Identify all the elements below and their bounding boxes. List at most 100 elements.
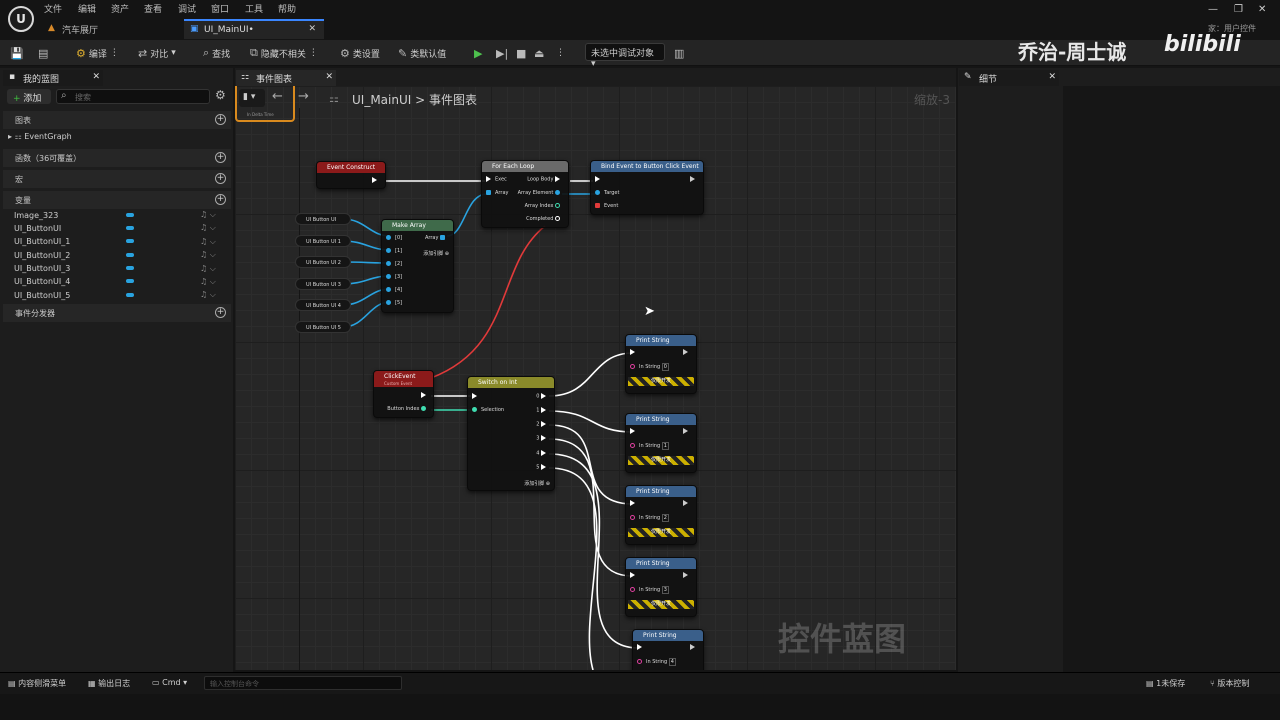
button-ref-node[interactable]: UI Button UI 2 <box>295 256 351 268</box>
completed-pin[interactable]: Completed <box>526 216 564 222</box>
minimize-icon[interactable]: — <box>1208 4 1218 15</box>
event-graph-tab[interactable]: ⚏ 事件图表 ✕ <box>236 70 336 86</box>
button-ref-node[interactable]: UI Button UI 5 <box>295 321 351 333</box>
array-element-pin[interactable]: Array Element <box>518 190 564 196</box>
search-input[interactable]: ⌕ 搜索 <box>56 89 210 104</box>
add-variable-icon[interactable]: + <box>215 194 226 205</box>
close-icon[interactable]: ✕ <box>325 72 333 82</box>
section-graphs[interactable]: 图表+ <box>3 111 231 129</box>
in-string-value[interactable]: 0 <box>661 363 669 371</box>
array-out-pin[interactable]: Array <box>425 235 449 241</box>
more-icon[interactable]: ⋮ <box>109 48 119 58</box>
details-tab[interactable]: ✎ 细节 ✕ <box>959 70 1059 86</box>
in-string-value[interactable]: 1 <box>661 442 669 450</box>
selection-pin[interactable]: Selection <box>472 407 504 413</box>
class-settings-button[interactable]: ⚙类设置 <box>340 45 380 61</box>
variable-item[interactable]: UI_ButtonUI_2 <box>14 251 71 260</box>
exec-out-pin[interactable] <box>421 392 430 399</box>
breadcrumb-blueprint[interactable]: UI_MainUI <box>352 93 412 107</box>
selected-tick-node[interactable]: In Delta Time <box>235 86 295 122</box>
variable-replicate-icons[interactable]: ♫ ⌵♫ ⌵♫ ⌵♫ ⌵♫ ⌵♫ ⌵♫ ⌵ <box>200 210 216 300</box>
for-each-loop-node[interactable]: For Each Loop Exec Array Loop Body Array… <box>481 160 569 228</box>
compile-button[interactable]: ⚙编译⋮ <box>76 45 119 61</box>
section-variables[interactable]: 变量+ <box>3 191 231 209</box>
menu-view[interactable]: 查看 <box>144 5 163 15</box>
button-ref-node[interactable]: UI Button UI <box>295 213 351 225</box>
exec-out-pin[interactable] <box>690 644 699 651</box>
add-pin-button[interactable]: 添加引脚 ⊕ <box>524 480 550 487</box>
case-pin[interactable]: 4 <box>536 450 550 457</box>
add-dispatcher-icon[interactable]: + <box>215 307 226 318</box>
play-button[interactable]: ▶ <box>474 45 482 61</box>
print-string-node[interactable]: Print String In String 3 仅限开发 <box>625 557 697 617</box>
close-window-icon[interactable]: ✕ <box>1258 4 1267 15</box>
class-defaults-button[interactable]: ✎类默认值 <box>398 45 446 61</box>
print-string-node[interactable]: Print String In String 4 <box>632 629 704 670</box>
exec-in-pin[interactable] <box>595 176 604 183</box>
variable-item[interactable]: Image_323 <box>14 211 59 220</box>
print-string-node[interactable]: Print String In String 0 仅限开发 <box>625 334 697 394</box>
click-event-node[interactable]: ClickEvent Custom Event Button Index <box>373 370 434 418</box>
exec-in-pin[interactable] <box>472 393 481 400</box>
debug-target-select[interactable]: 未选中调试对象 ▾ <box>585 43 665 69</box>
in-string-pin[interactable]: In String 0 <box>630 363 669 371</box>
eject-button[interactable]: ⏏ <box>534 45 544 61</box>
in-string-pin[interactable]: In String 3 <box>630 586 669 594</box>
bind-event-node[interactable]: Bind Event to Button Click Event Target … <box>590 160 704 215</box>
add-function-icon[interactable]: + <box>215 152 226 163</box>
exec-in-pin[interactable] <box>630 428 639 435</box>
menu-window[interactable]: 窗口 <box>211 5 230 15</box>
gear-icon[interactable]: ⚙ <box>215 88 226 102</box>
output-log-button[interactable]: ▦ 输出日志 <box>88 678 130 689</box>
in-string-pin[interactable]: In String 2 <box>630 514 669 522</box>
menu-debug[interactable]: 调试 <box>178 5 197 15</box>
menu-tools[interactable]: 工具 <box>245 5 264 15</box>
button-ref-node[interactable]: UI Button UI 1 <box>295 235 351 247</box>
console-input[interactable]: 输入控制台命令 <box>204 676 402 690</box>
array-item-pin[interactable]: [0] <box>386 235 402 241</box>
content-drawer-button[interactable]: ▤ 内容侧滑菜单 <box>8 678 66 689</box>
exec-out-pin[interactable] <box>683 349 692 356</box>
loop-body-pin[interactable]: Loop Body <box>527 176 564 183</box>
array-item-pin[interactable]: [5] <box>386 300 402 306</box>
event-pin[interactable]: Event <box>595 203 618 209</box>
variable-item[interactable]: UI_ButtonUI_3 <box>14 264 71 273</box>
find-button[interactable]: ⌕查找 <box>203 45 230 61</box>
exec-out-pin[interactable] <box>683 428 692 435</box>
in-string-pin[interactable]: In String 4 <box>637 658 676 666</box>
exec-out-pin[interactable] <box>683 572 692 579</box>
array-index-pin[interactable]: Array Index <box>525 203 564 209</box>
more-icon[interactable]: ⋮ <box>308 48 318 58</box>
in-string-pin[interactable]: In String 1 <box>630 442 669 450</box>
exec-in-pin[interactable] <box>637 644 646 651</box>
print-string-node[interactable]: Print String In String 1 仅限开发 <box>625 413 697 473</box>
in-string-value[interactable]: 3 <box>661 586 669 594</box>
variable-item[interactable]: UI_ButtonUI_5 <box>14 291 71 300</box>
target-pin[interactable]: Target <box>595 190 619 196</box>
section-functions[interactable]: 函数（36可覆盖）+ <box>3 149 231 167</box>
exec-out-pin[interactable] <box>690 176 699 183</box>
button-index-pin[interactable]: Button Index <box>387 406 430 412</box>
maximize-icon[interactable]: ❐ <box>1234 4 1243 15</box>
forward-arrow-icon[interactable]: → <box>298 89 309 104</box>
variable-item[interactable]: UI_ButtonUI <box>14 224 62 233</box>
unreal-logo-icon[interactable]: U <box>8 6 34 32</box>
array-item-pin[interactable]: [2] <box>386 261 402 267</box>
unsaved-button[interactable]: ▤ 1未保存 <box>1146 678 1185 689</box>
close-icon[interactable]: ✕ <box>308 24 316 34</box>
case-pin[interactable]: 3 <box>536 435 550 442</box>
case-pin[interactable]: 2 <box>536 421 550 428</box>
back-arrow-icon[interactable]: ← <box>272 89 283 104</box>
exec-in-pin[interactable]: Exec <box>486 176 507 183</box>
section-dispatchers[interactable]: 事件分发器+ <box>3 304 231 322</box>
save-button[interactable]: 💾 <box>10 45 24 61</box>
variable-item[interactable]: UI_ButtonUI_4 <box>14 277 71 286</box>
event-construct-node[interactable]: Event Construct <box>316 161 386 189</box>
exec-in-pin[interactable] <box>630 500 639 507</box>
button-ref-node[interactable]: UI Button UI 3 <box>295 278 351 290</box>
switch-on-int-node[interactable]: Switch on Int Selection 0 1 2 3 4 5 添加引脚… <box>467 376 555 491</box>
debug-find-button[interactable]: ▥ <box>674 45 684 61</box>
exec-in-pin[interactable] <box>630 572 639 579</box>
section-macros[interactable]: 宏+ <box>3 170 231 188</box>
step-button[interactable]: ▶| <box>496 45 508 61</box>
